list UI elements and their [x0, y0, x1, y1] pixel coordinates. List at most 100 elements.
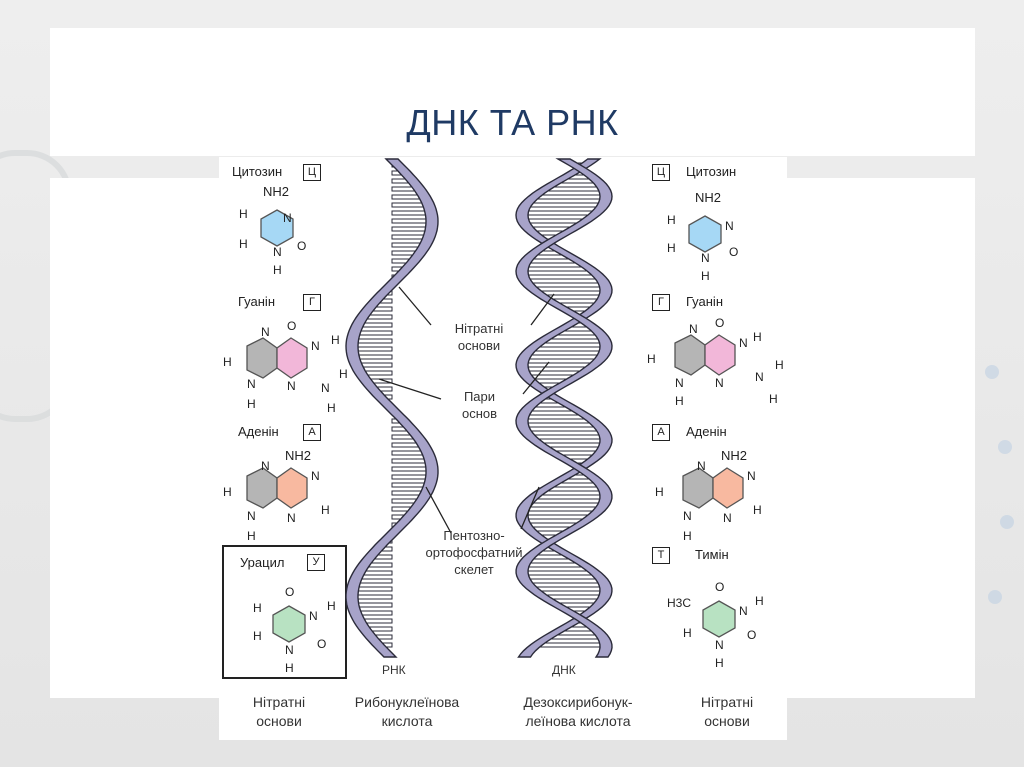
dna-base-pair	[540, 442, 606, 448]
atom-label: H	[753, 330, 762, 344]
bottom-label-dna: Дезоксирибонук- леїнова кислота	[503, 693, 653, 731]
dna-base-pair	[524, 354, 603, 360]
adenine-code-left: А	[303, 424, 321, 441]
callout-line: основ	[461, 406, 498, 421]
callout-line: Нітратні	[454, 321, 504, 336]
dna-base-pair	[535, 642, 607, 648]
atom-label: H	[339, 367, 348, 381]
adenine-code-right: А	[652, 424, 670, 441]
adenine-molecule-left: NH2 N N N N H H H	[223, 448, 330, 543]
atom-label: H	[247, 397, 256, 411]
cytosine-code-left: Ц	[303, 164, 321, 181]
atom-label: N	[287, 511, 296, 525]
dna-base-pair	[537, 290, 607, 296]
atom-label: N	[697, 459, 706, 473]
atom-label: H	[675, 394, 684, 408]
uracil-label: Урацил	[240, 555, 285, 570]
background-decoration	[998, 440, 1012, 454]
dna-base-pair	[530, 434, 607, 440]
cytosine-label-left: Цитозин	[232, 164, 283, 179]
atom-label: O	[729, 245, 738, 259]
rna-backbone	[345, 158, 439, 658]
dna-base-pair	[541, 338, 606, 344]
callout-pointer	[522, 361, 550, 395]
guanine-molecule-right: O N N N N N H H H H H	[647, 316, 784, 408]
adenine-label-right: Аденін	[686, 424, 727, 439]
dna-rna-diagram: Цитозин Ц Гуанін Г Аденін А Урацил У Ц Ц…	[219, 157, 787, 740]
molecule-ring	[276, 337, 308, 379]
rna-helix	[345, 158, 439, 658]
rna-label: РНК	[382, 663, 406, 677]
helix-layer	[345, 158, 613, 658]
atom-label: NH2	[721, 448, 747, 463]
atom-label: N	[311, 469, 320, 483]
dna-base-pair	[523, 426, 603, 432]
molecule-ring	[272, 605, 306, 643]
uracil-molecule: O N N O H H H H	[253, 585, 336, 675]
dna-base-pair	[522, 218, 587, 224]
atom-label: H	[327, 401, 336, 415]
background-decoration	[985, 365, 999, 379]
atom-label: H	[327, 599, 336, 613]
dna-label: ДНК	[552, 663, 576, 677]
atom-label: N	[725, 219, 734, 233]
bottom-label-line: Дезоксирибонук-	[523, 694, 633, 710]
nitrogen-bases-callout: Нітратні основи	[424, 320, 534, 354]
atom-label: H	[775, 358, 784, 372]
atom-label: N	[723, 511, 732, 525]
dna-base-pair	[522, 274, 601, 280]
pointer-lines	[378, 286, 555, 534]
atom-label: H	[321, 503, 330, 517]
background-decoration	[1000, 515, 1014, 529]
atom-label: N	[675, 376, 684, 390]
atom-label: N	[309, 609, 318, 623]
dna-base-pair	[521, 266, 591, 272]
atom-label: O	[285, 585, 294, 599]
bottom-label-line: основи	[704, 713, 750, 729]
backbone-callout: Пентозно- ортофосфатний скелет	[409, 527, 539, 578]
callout-line: Пари	[463, 389, 496, 404]
slide-title: ДНК ТА РНК	[406, 102, 619, 143]
atom-label: H	[755, 594, 764, 608]
guanine-code-right: Г	[652, 294, 670, 311]
atom-label: N	[715, 638, 724, 652]
callout-pointer	[425, 486, 452, 534]
atom-label: N	[273, 245, 282, 259]
molecule-ring	[260, 209, 294, 247]
molecule-ring	[704, 334, 736, 376]
atom-label: N	[715, 376, 724, 390]
atom-label: H	[253, 601, 262, 615]
dna-base-pair	[524, 578, 604, 584]
dna-base-pair	[521, 210, 597, 216]
molecule-ring	[702, 600, 736, 638]
atom-label: H	[285, 661, 294, 675]
thymine-molecule: O N N O H3C H H H	[667, 580, 764, 670]
dna-base-pair	[528, 282, 606, 288]
atom-label: H	[715, 656, 724, 670]
base-pairs-callout: Пари основ	[432, 388, 527, 422]
cytosine-molecule-right: NH2 N N O H H H	[667, 190, 738, 283]
atom-label: O	[715, 316, 724, 330]
atom-label: H	[247, 529, 256, 543]
callout-pointer	[378, 378, 442, 400]
callout-line: Пентозно-	[443, 528, 505, 543]
atom-label: H	[239, 237, 248, 251]
callout-pointer	[520, 486, 540, 530]
atom-label: H	[769, 392, 778, 406]
dna-helix	[515, 158, 613, 658]
atom-label: H	[683, 626, 692, 640]
atom-label: NH2	[285, 448, 311, 463]
uracil-frame	[222, 545, 347, 679]
background-decoration	[988, 590, 1002, 604]
guanine-code-left: Г	[303, 294, 321, 311]
dna-base-pair	[538, 490, 607, 496]
atom-label: H	[331, 333, 340, 347]
cytosine-molecule-left: NH2 N N O H H H	[239, 184, 306, 277]
atom-label: N	[701, 251, 710, 265]
dna-base-pair	[533, 194, 607, 200]
guanine-label-right: Гуанін	[686, 294, 724, 309]
dna-base-pair	[521, 514, 592, 520]
atom-label: H	[753, 503, 762, 517]
callout-pointer	[398, 286, 432, 326]
adenine-molecule-right: NH2 N N N N H H H	[655, 448, 762, 543]
